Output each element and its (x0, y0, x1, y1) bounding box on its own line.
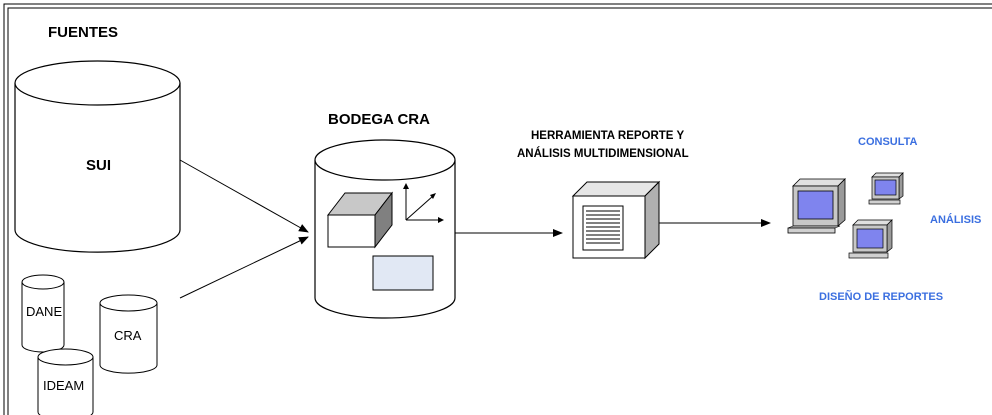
output-diseno-reportes: DISEÑO DE REPORTES (819, 290, 943, 303)
dane-database-icon (21, 274, 65, 353)
arrow-sui-to-bodega (179, 159, 309, 233)
output-consulta: CONSULTA (858, 136, 918, 148)
sources-title: FUENTES (48, 24, 118, 41)
workstation-icon-main (787, 178, 846, 234)
diagram-frame (3, 3, 992, 415)
output-analisis: ANÁLISIS (930, 213, 981, 226)
cra-database-icon (99, 294, 158, 374)
diagram-frame-inner (7, 7, 992, 415)
data-panel-icon (372, 255, 434, 291)
cra-label: CRA (114, 328, 142, 343)
warehouse-title: BODEGA CRA (328, 111, 430, 128)
cube-icon (326, 191, 394, 249)
sui-database-icon (14, 60, 181, 253)
workstation-icon-bottom (848, 219, 893, 259)
ideam-label: IDEAM (43, 378, 84, 393)
axes-icon (403, 183, 444, 223)
dane-label: DANE (26, 304, 62, 319)
workstation-icon-top (868, 172, 904, 205)
tool-title-line2: ANÁLISIS MULTIDIMENSIONAL (517, 147, 689, 160)
sui-label: SUI (86, 157, 111, 174)
tool-title-line1: HERRAMIENTA REPORTE Y (531, 130, 684, 142)
report-tool-icon (571, 180, 661, 260)
arrow-sources-to-bodega (179, 236, 309, 299)
